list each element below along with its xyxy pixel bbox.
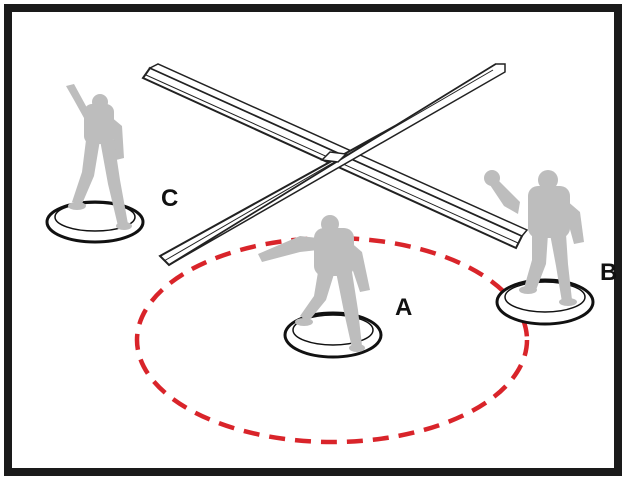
label-a: A xyxy=(395,294,412,321)
model-c xyxy=(45,84,145,244)
label-b: B xyxy=(600,259,617,286)
template-center-joint xyxy=(320,151,348,163)
model-b-figure-silhouette xyxy=(484,170,584,306)
model-a xyxy=(258,215,383,359)
model-c-figure-silhouette xyxy=(66,84,132,230)
model-a-figure-silhouette xyxy=(258,215,370,352)
model-b xyxy=(484,170,595,326)
label-c: C xyxy=(161,185,178,212)
template-bar-2 xyxy=(158,63,506,267)
crossed-straight-template xyxy=(141,63,529,267)
